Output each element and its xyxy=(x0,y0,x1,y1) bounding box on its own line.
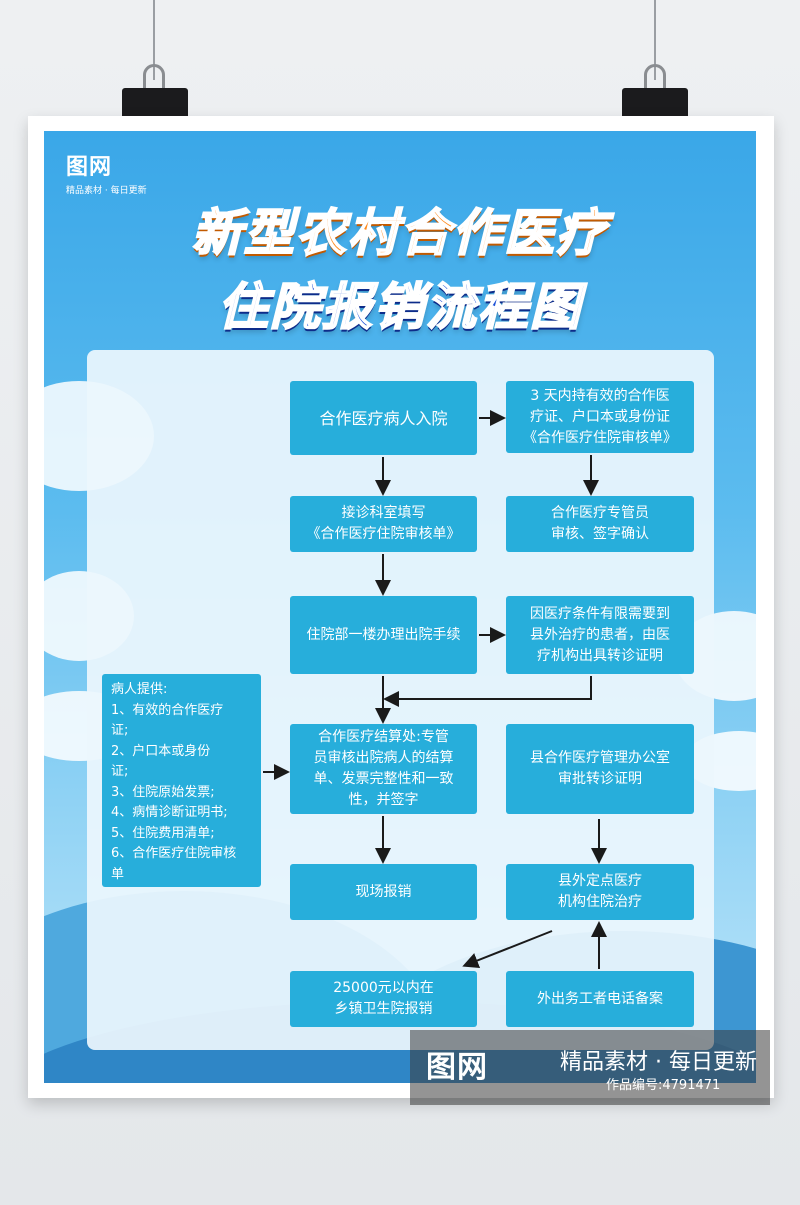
logo-mark: 图网 xyxy=(66,155,113,180)
title-line-1: 新型农村合作医疗 xyxy=(191,203,608,263)
watermark-tagline: 精品素材 · 每日更新 xyxy=(560,1050,757,1075)
brand-logo: 图网 精品素材 · 每日更新 xyxy=(66,149,147,196)
node-settlement: 合作医疗结算处:专管 员审核出院病人的结算 单、发票完整性和一致 性，并签字 xyxy=(290,724,477,814)
hanging-string-left xyxy=(153,0,155,80)
hanging-string-right xyxy=(654,0,656,80)
logo-tagline: 精品素材 · 每日更新 xyxy=(66,186,147,196)
watermark-banner: 图网 精品素材 · 每日更新 作品编号:4791471 xyxy=(410,1030,770,1105)
title-line-2: 住院报销流程图 xyxy=(217,277,582,337)
node-fill-form: 接诊科室填写 《合作医疗住院审核单》 xyxy=(290,496,477,552)
node-discharge: 住院部一楼办理出院手续 xyxy=(290,596,477,674)
node-officer-confirm: 合作医疗专管员 审核、签字确认 xyxy=(506,496,694,552)
node-onsite-reimburse: 现场报销 xyxy=(290,864,477,920)
watermark-id: 作品编号:4791471 xyxy=(606,1078,721,1093)
node-three-days-documents: 3 天内持有效的合作医 疗证、户口本或身份证 《合作医疗住院审核单》 xyxy=(506,381,694,453)
node-admit: 合作医疗病人入院 xyxy=(290,381,477,455)
node-patient-provide: 病人提供: 1、有效的合作医疗 证; 2、户口本或身份 证; 3、住院原始发票;… xyxy=(102,674,261,887)
watermark-logo: 图网 xyxy=(426,1050,488,1085)
node-county-office: 县合作医疗管理办公室 审批转诊证明 xyxy=(506,724,694,814)
node-small-amount: 25000元以内在 乡镇卫生院报销 xyxy=(290,971,477,1027)
node-migrant-filing: 外出务工者电话备案 xyxy=(506,971,694,1027)
node-transfer-certificate: 因医疗条件有限需要到 县外治疗的患者，由医 疗机构出具转诊证明 xyxy=(506,596,694,674)
poster: 图网 精品素材 · 每日更新 新型农村合作医疗 住院报销流程图 合作医疗病人入院… xyxy=(44,131,756,1083)
node-outside-hospital: 县外定点医疗 机构住院治疗 xyxy=(506,864,694,920)
